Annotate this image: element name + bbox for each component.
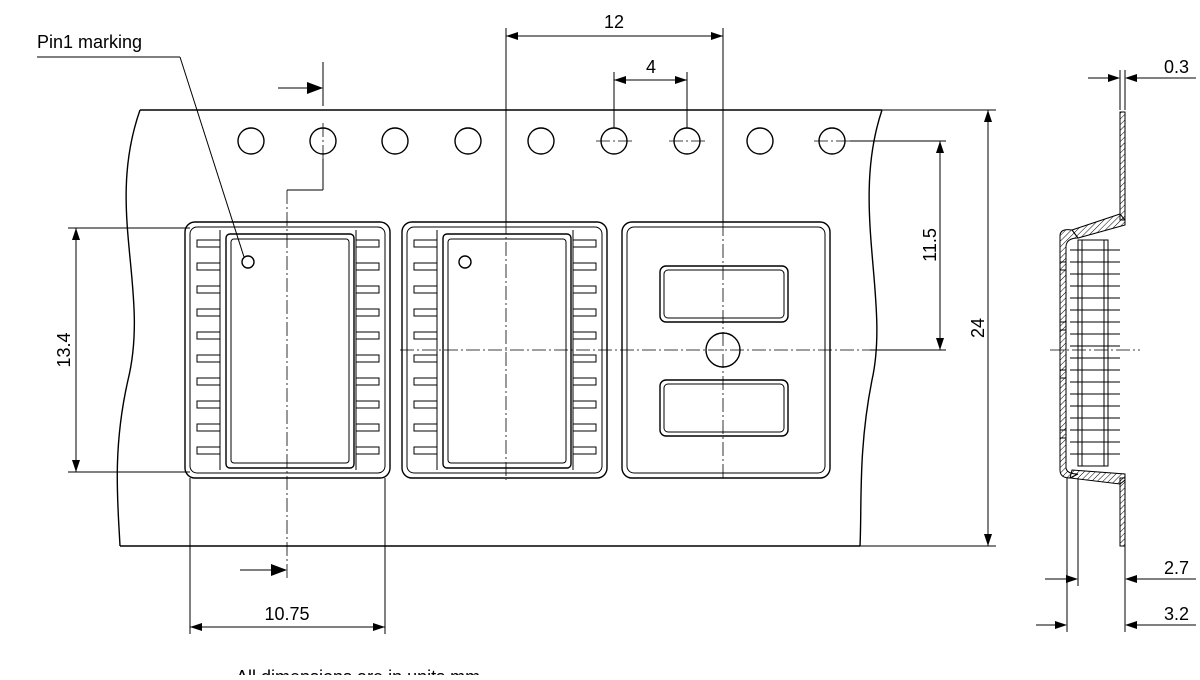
sprocket-holes bbox=[237, 123, 850, 159]
dimension-0-3: 0.3 bbox=[1088, 57, 1196, 110]
center-lines bbox=[286, 190, 870, 580]
pin1-marking-callout: Pin1 marking bbox=[37, 32, 245, 258]
pocket-1-leads-right bbox=[355, 239, 380, 455]
dim-label-11-5: 11.5 bbox=[920, 228, 940, 262]
pin1-marking-dot bbox=[241, 255, 255, 269]
sprocket-hole bbox=[381, 127, 409, 155]
sprocket-hole bbox=[237, 127, 265, 155]
pocket-2-leads-right bbox=[572, 239, 597, 455]
dim-label-4: 4 bbox=[646, 57, 656, 77]
dimension-3-2: 3.2 bbox=[1036, 478, 1196, 632]
pin1-marking-label: Pin1 marking bbox=[37, 32, 142, 52]
reference-arrows bbox=[240, 62, 324, 576]
dim-label-3-2: 3.2 bbox=[1164, 604, 1189, 624]
dim-label-13-4: 13.4 bbox=[54, 332, 74, 367]
dimension-4: 4 bbox=[613, 57, 688, 128]
sprocket-hole bbox=[527, 127, 555, 155]
dim-label-10-75: 10.75 bbox=[264, 604, 309, 624]
pin1-marking-dot-2 bbox=[458, 255, 472, 269]
dim-label-0-3: 0.3 bbox=[1164, 57, 1189, 77]
component-body-2 bbox=[442, 233, 572, 469]
dimension-10-75: 10.75 bbox=[189, 478, 386, 634]
pocket-1 bbox=[184, 221, 391, 479]
dimension-13-4: 13.4 bbox=[54, 227, 190, 473]
dim-label-2-7: 2.7 bbox=[1164, 558, 1189, 578]
carrier-tape-outline bbox=[116, 109, 883, 547]
dim-label-24: 24 bbox=[968, 318, 988, 338]
dimension-11-5: 11.5 bbox=[850, 140, 946, 351]
pocket-1-leads-left bbox=[196, 239, 221, 455]
units-footnote: All dimensions are in units mm bbox=[236, 667, 480, 675]
pocket-window-top bbox=[659, 265, 789, 323]
side-view-cross-section bbox=[1050, 111, 1140, 547]
sprocket-hole bbox=[746, 127, 774, 155]
dimension-12: 12 bbox=[505, 12, 724, 222]
pocket-2-leads-left bbox=[413, 239, 438, 455]
dimension-24: 24 bbox=[860, 109, 996, 547]
sprocket-hole bbox=[454, 127, 482, 155]
component-body-1 bbox=[225, 233, 355, 469]
dimension-2-7: 2.7 bbox=[1045, 478, 1196, 586]
pocket-window-bottom bbox=[659, 379, 789, 437]
side-view-leads bbox=[1070, 249, 1120, 455]
dim-label-12: 12 bbox=[604, 12, 624, 32]
